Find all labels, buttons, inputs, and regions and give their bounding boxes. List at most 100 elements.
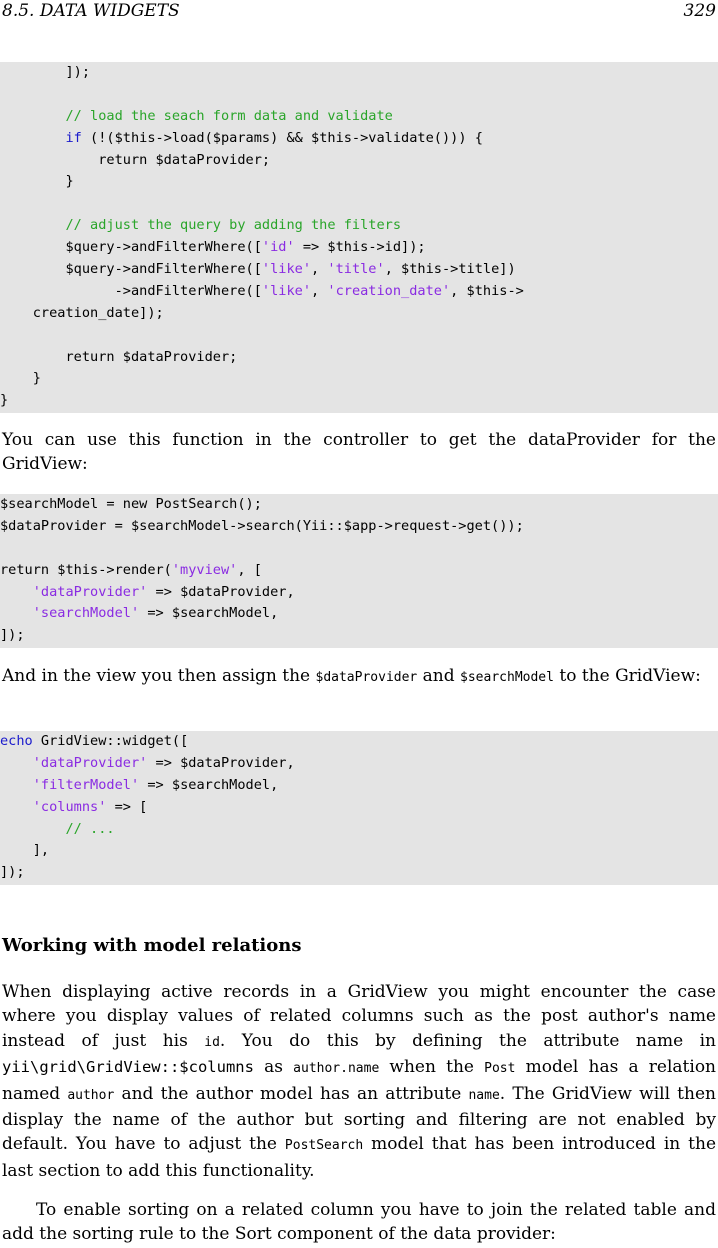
code-token: } (0, 173, 74, 190)
code-line: 'searchModel' => $searchModel, (0, 603, 718, 625)
code-line: 'dataProvider' => $dataProvider, (0, 582, 718, 604)
code-line: $searchModel = new PostSearch(); (0, 494, 718, 516)
code-token (0, 130, 65, 146)
code-token: 'like' (261, 261, 312, 278)
code-line: $dataProvider = $searchModel->search(Yii… (0, 516, 718, 538)
code-token: , $this-> (450, 282, 524, 299)
code-token: 'myview' (171, 561, 238, 578)
code-token: , (311, 261, 328, 278)
code-token: 'filterModel' (32, 776, 140, 793)
code-token: 'creation_date' (327, 282, 451, 299)
paragraph-sorting: To enable sorting on a related column yo… (2, 1200, 716, 1245)
code-line: // load the seach form data and validate (0, 106, 718, 128)
code-line: if (!($this->load($params) && $this->val… (0, 128, 718, 150)
page-number: 329 (683, 1, 716, 21)
code-block-view: echo GridView::widget([ 'dataProvider' =… (0, 731, 718, 885)
code-token: => $dataProvider, (147, 754, 295, 771)
code-token: GridView::widget([ (32, 733, 189, 749)
code-line: } (0, 368, 718, 390)
code-line: // ... (0, 819, 718, 841)
code-token: echo (0, 733, 33, 749)
section-title: Working with model relations (2, 935, 302, 956)
code-token: // adjust the query by adding the filter… (0, 217, 402, 234)
inline-code: author.name (293, 1061, 380, 1077)
inline-code: name (468, 1087, 500, 1103)
section-heading: 8.5. DATA WIDGETS (2, 1, 180, 21)
code-token: ]); (0, 864, 25, 881)
code-token: return $dataProvider; (0, 348, 238, 365)
code-token: 'searchModel' (32, 605, 140, 622)
inline-code: PostSearch (284, 1138, 364, 1154)
code-token: 'dataProvider' (32, 583, 148, 600)
code-line: return $dataProvider; (0, 150, 718, 172)
code-token: 'id' (261, 239, 295, 256)
code-token: $dataProvider = $searchModel->search(Yii… (0, 517, 524, 534)
code-token: => $dataProvider, (147, 583, 295, 600)
code-line: creation_date]); (0, 303, 718, 325)
code-line: return $this->render('myview', [ (0, 560, 718, 582)
code-token: 'dataProvider' (32, 754, 148, 771)
code-block-search-method: ]); // load the seach form data and vali… (0, 62, 718, 413)
code-line: } (0, 390, 718, 412)
code-token: return $dataProvider; (0, 151, 271, 168)
code-line (0, 193, 718, 215)
code-token (0, 777, 33, 793)
code-line: ], (0, 840, 718, 862)
code-token (0, 799, 33, 815)
code-line (0, 325, 718, 347)
code-line: echo GridView::widget([ (0, 731, 718, 753)
code-token: 'title' (327, 261, 385, 278)
inline-code: $searchModel (460, 670, 554, 685)
code-line: $query->andFilterWhere(['id' => $this->i… (0, 237, 718, 259)
code-token: ]); (0, 627, 25, 644)
paragraph-model-relations: When displaying active records in a Grid… (2, 982, 717, 1181)
inline-code: author (67, 1087, 115, 1103)
code-token: , (311, 282, 328, 299)
code-token: 'like' (261, 282, 312, 299)
code-token: ], (0, 842, 50, 859)
code-line: ]); (0, 625, 718, 647)
code-line: // adjust the query by adding the filter… (0, 215, 718, 237)
code-token: // ... (0, 820, 115, 837)
code-line: 'columns' => [ (0, 797, 718, 819)
running-header: 8.5. DATA WIDGETS 329 (0, 0, 718, 24)
code-token: => $searchModel, (139, 605, 279, 622)
code-token: return $this->render( (0, 561, 172, 578)
code-token (0, 755, 33, 771)
code-token: // load the seach form data and validate (0, 107, 393, 124)
code-token: if (65, 129, 82, 146)
code-line: return $dataProvider; (0, 347, 718, 369)
code-token: } (0, 370, 41, 387)
code-line (0, 84, 718, 106)
code-line: $query->andFilterWhere(['like', 'title',… (0, 259, 718, 281)
inline-code-link[interactable]: yii\grid\GridView::$columns (2, 1058, 254, 1077)
code-token: ]); (0, 64, 91, 80)
code-line: ->andFilterWhere(['like', 'creation_date… (0, 281, 718, 303)
inline-code: $dataProvider (315, 670, 418, 685)
inline-code: Post (484, 1061, 516, 1077)
code-token: creation_date]); (0, 304, 164, 321)
code-line: 'filterModel' => $searchModel, (0, 775, 718, 797)
inline-code: id (204, 1034, 220, 1050)
code-token: $searchModel = new PostSearch(); (0, 496, 262, 512)
code-token (0, 584, 33, 600)
code-line (0, 538, 718, 560)
paragraph-controller-usage: You can use this function in the control… (2, 430, 716, 475)
code-line: 'dataProvider' => $dataProvider, (0, 753, 718, 775)
code-token (0, 605, 33, 621)
code-line: } (0, 171, 718, 193)
code-token: , [ (237, 561, 262, 578)
code-token: , $this->title]) (384, 261, 516, 278)
code-token: => $searchModel, (139, 776, 279, 793)
code-block-controller: $searchModel = new PostSearch(); $dataPro… (0, 494, 718, 648)
code-token: => $this->id]); (294, 239, 426, 256)
code-token: } (0, 392, 9, 409)
code-token: ->andFilterWhere([ (0, 282, 262, 299)
code-token: $query->andFilterWhere([ (0, 239, 262, 256)
code-token: => [ (106, 798, 148, 815)
code-line: ]); (0, 862, 718, 884)
code-token: $query->andFilterWhere([ (0, 261, 262, 278)
code-token: 'columns' (32, 798, 107, 815)
code-line: ]); (0, 62, 718, 84)
